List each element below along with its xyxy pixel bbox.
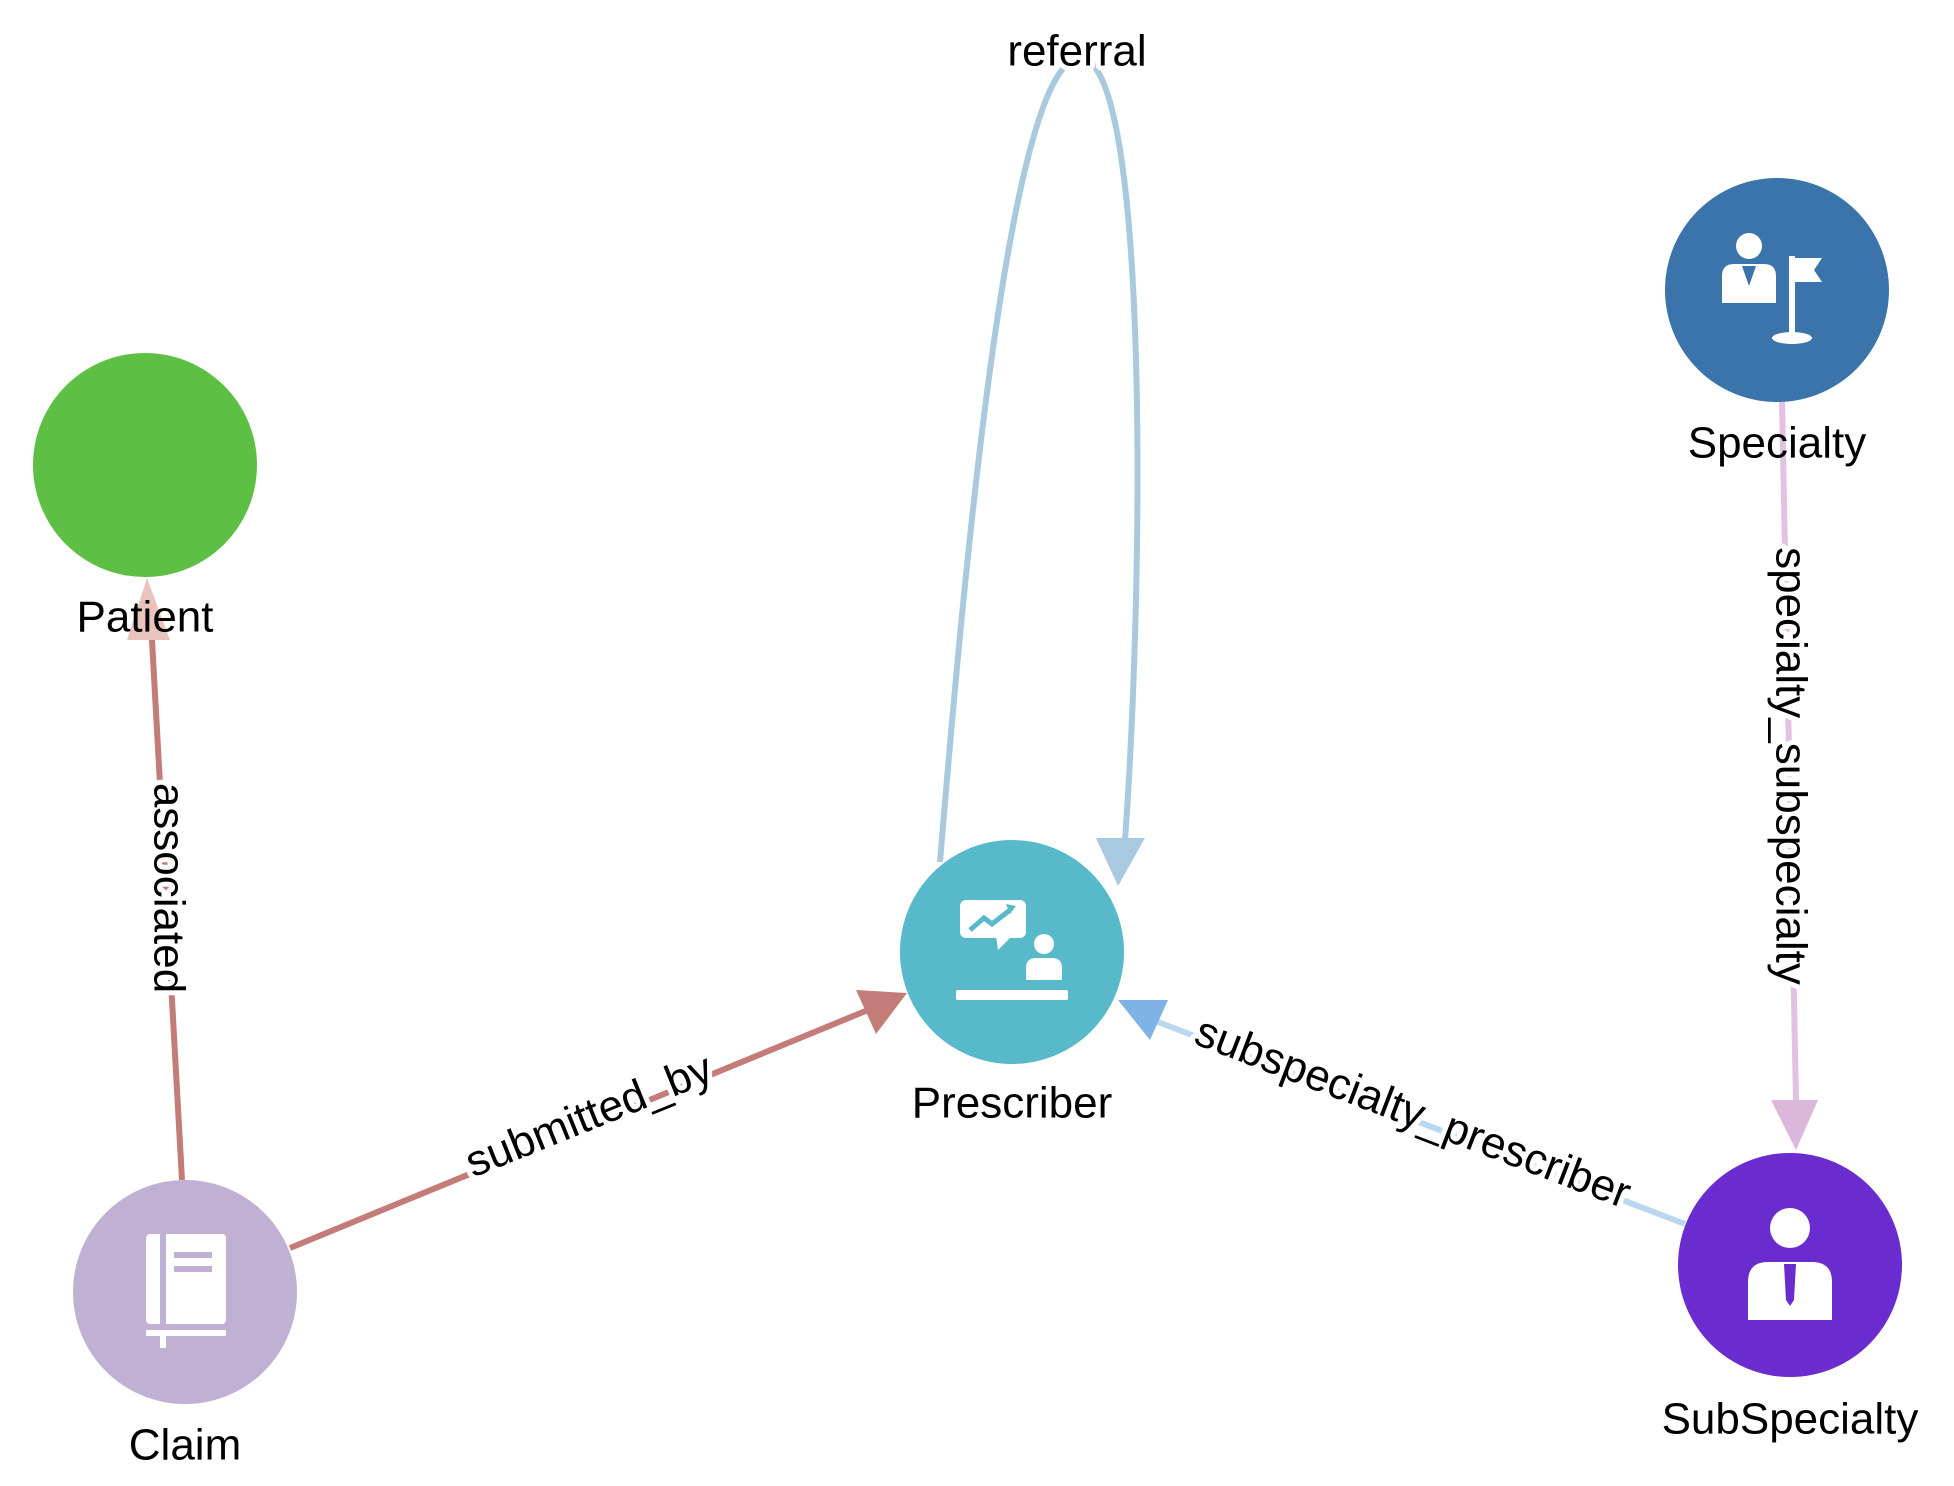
book-icon [146, 1234, 226, 1348]
edge-subspecialty-prescriber-arrow [1118, 1000, 1168, 1040]
edge-specialty-subspecialty[interactable]: specialty_subspecialty [1761, 401, 1820, 1150]
node-subspecialty-label: SubSpecialty [1662, 1395, 1919, 1444]
edge-submitted-by-line [288, 1007, 870, 1251]
nodes: Patient Prescriber [33, 178, 1918, 1470]
edge-referral-label: referral [1007, 27, 1146, 76]
node-prescriber-circle [900, 840, 1124, 1064]
edge-associated-line [149, 639, 185, 1181]
node-claim-label: Claim [129, 1421, 241, 1470]
edge-associated-label: associated [144, 783, 193, 993]
edge-referral[interactable]: referral [937, 22, 1152, 886]
person-flag-icon [1722, 233, 1822, 344]
node-claim[interactable]: Claim [73, 1180, 297, 1470]
edge-referral-line [937, 54, 1141, 863]
node-specialty[interactable]: Specialty [1665, 178, 1889, 468]
node-subspecialty[interactable]: SubSpecialty [1662, 1153, 1919, 1444]
edge-specialty-subspecialty-label: specialty_subspecialty [1766, 547, 1815, 985]
node-patient-label: Patient [77, 593, 214, 642]
edges: referral associated submitted_by subspec… [127, 22, 1820, 1251]
node-prescriber-label: Prescriber [912, 1079, 1113, 1128]
edge-submitted-by[interactable]: submitted_by [288, 990, 907, 1251]
node-patient-circle [33, 353, 257, 577]
node-prescriber[interactable]: Prescriber [900, 840, 1124, 1128]
edge-submitted-by-label: submitted_by [458, 1044, 719, 1187]
edge-specialty-subspecialty-line [1779, 401, 1799, 1101]
person-tie-icon [1748, 1208, 1832, 1320]
edge-associated[interactable]: associated [127, 578, 198, 1181]
edge-specialty-subspecialty-arrow [1771, 1100, 1818, 1150]
node-specialty-label: Specialty [1688, 419, 1867, 468]
edge-referral-arrow [1096, 838, 1145, 886]
node-patient[interactable]: Patient [33, 353, 257, 642]
edge-subspecialty-prescriber-label: subspecialty_prescriber [1188, 1007, 1637, 1218]
node-specialty-circle [1665, 178, 1889, 402]
edge-subspecialty-prescriber-line [1156, 1019, 1687, 1227]
presenter-chart-icon [956, 900, 1068, 1000]
edge-submitted-by-arrow [856, 990, 907, 1034]
edge-associated-arrow [127, 578, 170, 640]
edge-subspecialty-prescriber[interactable]: subspecialty_prescriber [1118, 1000, 1687, 1227]
